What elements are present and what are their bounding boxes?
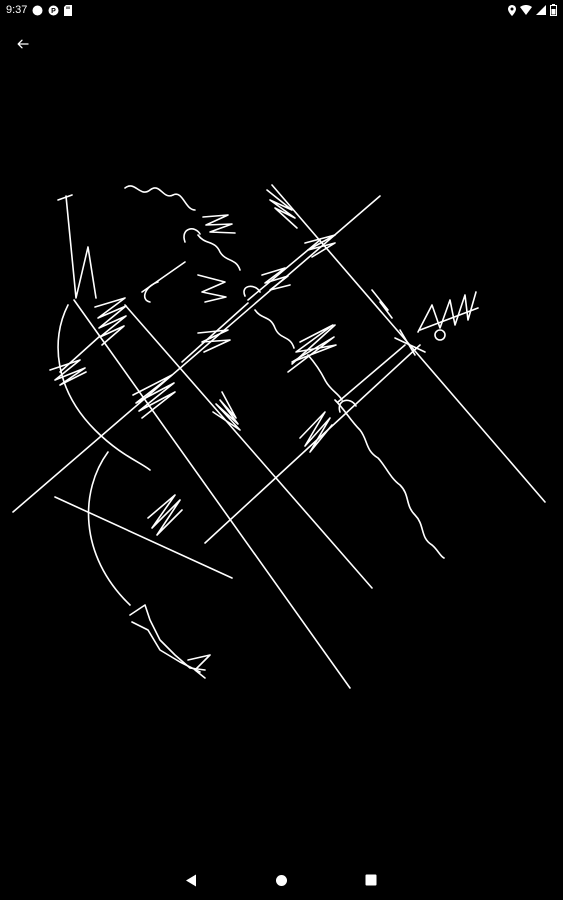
status-right [508,4,557,16]
circle-notification-icon [32,5,43,16]
status-left: 9:37 P [6,4,73,16]
wifi-icon [520,5,532,15]
recents-square-icon [365,874,377,886]
status-time: 9:37 [6,4,28,16]
status-bar: 9:37 P [0,0,563,20]
arrow-back-icon [17,39,29,49]
signal-icon [536,5,546,15]
p-badge-icon: P [48,5,59,16]
nav-home-button[interactable] [269,868,293,892]
back-triangle-icon [185,874,197,887]
nav-bar [0,860,563,900]
nav-back-button[interactable] [179,868,203,892]
location-icon [508,4,516,16]
svg-text:P: P [52,8,57,15]
home-circle-icon [275,874,288,887]
sd-card-icon [64,4,73,16]
nav-recents-button[interactable] [359,868,383,892]
app-bar [0,20,563,68]
drawing-canvas[interactable] [0,183,563,703]
sketch-drawing [12,184,546,689]
battery-icon [550,4,557,16]
back-button[interactable] [10,32,36,56]
